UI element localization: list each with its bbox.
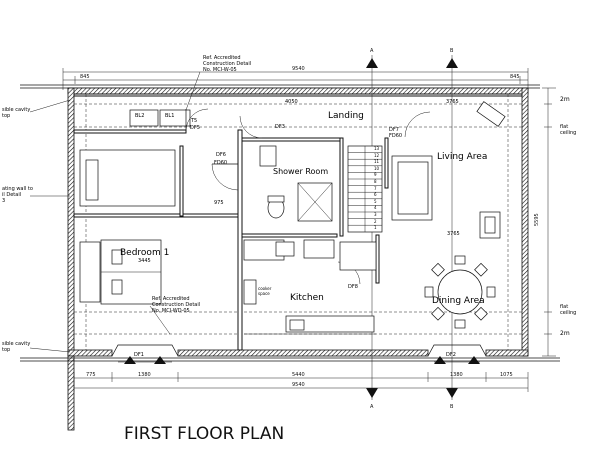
internal-walls: [73, 129, 389, 351]
top-dimension-chain: 9540 845 845: [62, 66, 529, 90]
dining-table: [424, 255, 496, 329]
dim-bottom-df2: 1380: [450, 372, 463, 378]
section-a-bottom: A: [370, 404, 374, 410]
section-a-top: A: [370, 48, 374, 54]
lower-left-wall: [67, 355, 75, 431]
dim-bottom-left: 775: [86, 372, 96, 378]
dim-top-overall: 9540: [292, 66, 305, 72]
bedroom-furniture: [79, 109, 191, 305]
dim-bottom-mid: 5440: [292, 372, 305, 378]
dim-side-right: 5595: [534, 213, 540, 226]
dim-bottom-overall: 9540: [292, 382, 305, 388]
section-b-top: B: [450, 48, 454, 54]
dim-bottom-right: 1075: [500, 372, 513, 378]
dormer-df2: [427, 344, 487, 364]
living-furniture: [391, 101, 506, 239]
dormer-df1: [111, 344, 179, 364]
right-dimension: 5595: [534, 87, 556, 357]
stair: [347, 145, 383, 233]
kitchen-units: [243, 239, 377, 335]
section-b-bottom: B: [450, 404, 454, 410]
dim-top-left: 845: [80, 74, 90, 80]
bottom-dimension-chain: 775 1380 5440 1380 1075 9540: [20, 357, 560, 392]
shower-fittings: [259, 145, 333, 222]
dim-top-right: 845: [510, 74, 520, 80]
dim-bottom-df1: 1380: [138, 372, 151, 378]
